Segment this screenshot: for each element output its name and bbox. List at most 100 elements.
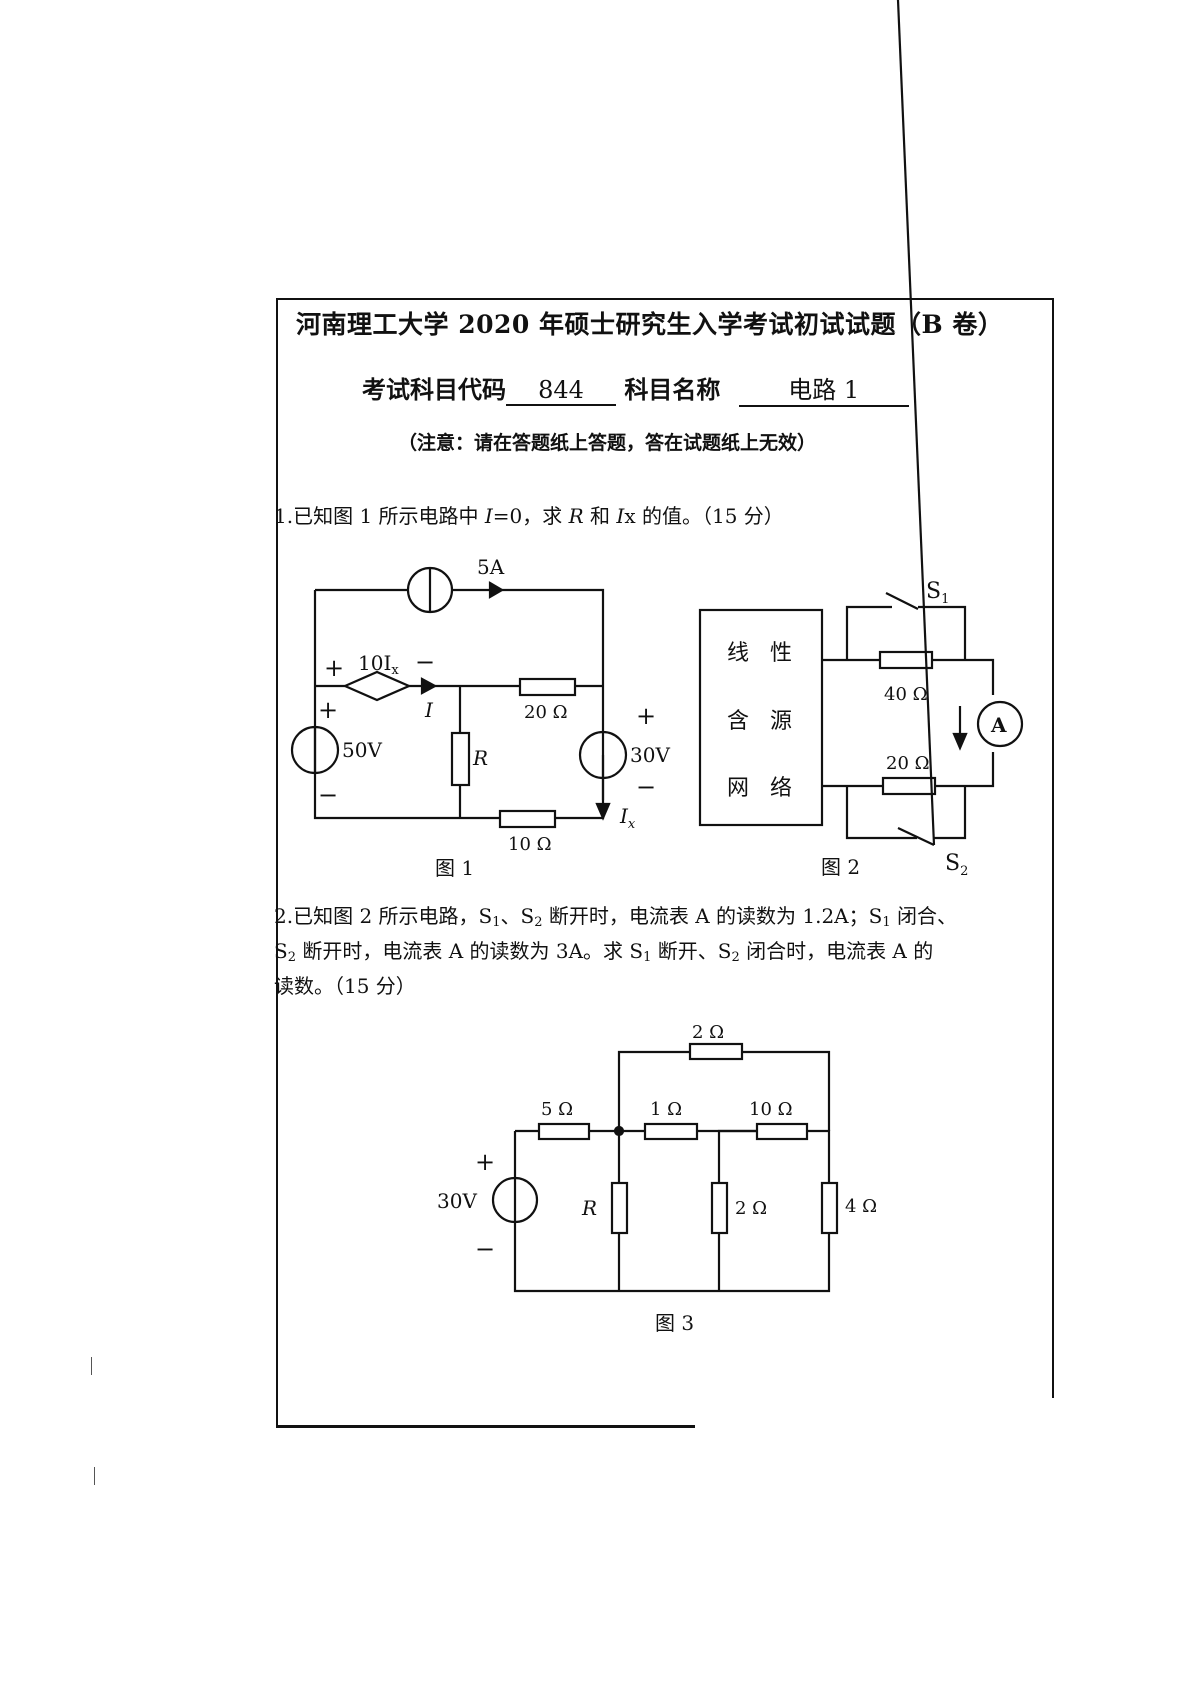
q-var: R xyxy=(568,504,584,528)
q-text: 已知图 2 所示电路，S xyxy=(293,904,493,928)
exam-border xyxy=(276,298,1055,1428)
q-sub: 2 xyxy=(534,915,543,930)
dependent-source-icon xyxy=(342,670,412,702)
label-ix: Ix xyxy=(619,804,636,832)
switch-2-icon[interactable] xyxy=(896,0,936,846)
q-text: 、S xyxy=(500,904,535,928)
label-5-ohm: 5 Ω xyxy=(541,1099,573,1120)
label-plus: + xyxy=(475,1148,495,1176)
network-label: 含 xyxy=(727,709,749,734)
switch-1-icon[interactable] xyxy=(885,592,919,610)
arrow-icon xyxy=(595,802,611,821)
switch-2-blade xyxy=(897,827,935,846)
label-r: R xyxy=(472,746,488,770)
label-30v: 30V xyxy=(437,1189,477,1213)
q-text: 已知图 1 所示电路中 xyxy=(293,504,485,528)
question-number: 1. xyxy=(274,504,294,528)
resistor-20-icon xyxy=(881,776,937,796)
arrow-icon xyxy=(420,677,438,695)
resistor-10-icon xyxy=(755,1122,809,1141)
fig2-wires xyxy=(822,658,995,788)
label-r: R xyxy=(581,1196,597,1220)
label-40-ohm: 40 Ω xyxy=(884,684,928,705)
q-text: 闭合、 xyxy=(890,904,957,928)
q-text: x 的值。（15 分） xyxy=(624,504,784,528)
label-plus: + xyxy=(636,702,656,730)
arrow-icon xyxy=(952,732,968,751)
q-sub: 1 xyxy=(643,950,652,965)
resistor-1-icon xyxy=(643,1122,699,1141)
ammeter-icon xyxy=(976,700,1024,748)
fig3-wires xyxy=(617,1050,831,1131)
figure-1: 5A + 10Ix − + − I 50V R 20 Ω + 30V − Ix … xyxy=(290,555,670,880)
label-10ix: 10Ix xyxy=(358,651,399,678)
fig3-wires xyxy=(513,1129,831,1293)
linear-active-network-box xyxy=(698,608,824,827)
label-s1: S1 xyxy=(926,579,949,607)
resistor-20-icon xyxy=(518,677,577,697)
resistor-top-2-icon xyxy=(688,1042,744,1061)
fig1-wires xyxy=(315,684,603,818)
question-2-line-3: 读数。（15 分） xyxy=(274,974,416,998)
question-1: 1.已知图 1 所示电路中 I=0，求 R 和 Ix 的值。（15 分） xyxy=(274,500,784,529)
subject-code-label: 考试科目代码 xyxy=(362,375,506,404)
label-5a: 5A xyxy=(477,555,505,579)
resistor-r-icon xyxy=(610,1181,629,1235)
resistor-10-icon xyxy=(498,809,557,829)
network-label: 源 xyxy=(770,709,792,734)
label-minus: − xyxy=(415,648,435,676)
label-minus: − xyxy=(475,1235,495,1263)
q-sub: 1 xyxy=(492,915,501,930)
fig1-caption: 图 1 xyxy=(435,856,474,880)
label-2-ohm: 2 Ω xyxy=(735,1198,767,1219)
fig2-caption: 图 2 xyxy=(821,855,860,879)
q-var: I xyxy=(616,504,625,528)
q-text: 断开、S xyxy=(651,939,732,963)
subject-name-label: 科目名称 xyxy=(624,375,721,404)
subject-name-value: 电路 1 xyxy=(738,370,909,407)
figure-3: 2 Ω 5 Ω 1 Ω 10 Ω + 30V − R 2 Ω 4 Ω 图 3 xyxy=(437,1022,877,1335)
label-10-ohm: 10 Ω xyxy=(749,1099,793,1120)
resistor-4-icon xyxy=(820,1181,839,1235)
voltage-source-30v-icon xyxy=(491,1176,539,1224)
q-text: S xyxy=(274,939,288,963)
network-label: 网 xyxy=(727,776,749,801)
question-number: 2. xyxy=(274,904,294,928)
label-4-ohm: 4 Ω xyxy=(845,1196,877,1217)
q-sub: 2 xyxy=(287,950,296,965)
network-label: 络 xyxy=(770,776,792,801)
q-sub: 1 xyxy=(882,915,891,930)
network-label: 线 xyxy=(727,641,749,666)
fig3-caption: 图 3 xyxy=(655,1311,694,1335)
label-20-ohm: 20 Ω xyxy=(524,702,568,723)
junction-dot xyxy=(613,1125,625,1137)
label-plus: + xyxy=(324,654,344,682)
resistor-5-icon xyxy=(537,1122,591,1141)
q-text: 和 xyxy=(583,504,617,528)
ammeter-label: A xyxy=(990,713,1007,737)
subject-code-value: 844 xyxy=(506,376,616,406)
exam-title: 河南理工大学 2020 年硕士研究生入学考试初试试题（B 卷） xyxy=(296,310,1004,339)
q-text: 闭合时，电流表 A 的 xyxy=(739,939,934,963)
network-label: 性 xyxy=(770,641,792,666)
label-30v: 30V xyxy=(630,743,670,767)
resistor-40-icon xyxy=(878,650,934,670)
q-text: =0，求 xyxy=(492,504,569,528)
q-text: 断开时，电流表 A 的读数为 1.2A；S xyxy=(542,904,883,928)
switch-1-wires xyxy=(845,605,967,660)
question-2-line-2: S2 断开时，电流表 A 的读数为 3A。求 S1 断开、S2 闭合时，电流表 … xyxy=(274,935,933,965)
label-i: I xyxy=(424,698,434,722)
switch-2-wires xyxy=(845,786,967,840)
label-s2: S2 xyxy=(945,851,968,879)
label-plus: + xyxy=(318,696,338,724)
label-minus: − xyxy=(318,781,338,809)
resistor-2-icon xyxy=(710,1181,729,1235)
q-sub: 2 xyxy=(731,950,740,965)
label-50v: 50V xyxy=(342,738,382,762)
q-text: 断开时，电流表 A 的读数为 3A。求 S xyxy=(295,939,644,963)
fig1-wires xyxy=(313,588,605,820)
label-top-2-ohm: 2 Ω xyxy=(692,1022,724,1043)
question-2-line-1: 2.已知图 2 所示电路，S1、S2 断开时，电流表 A 的读数为 1.2A；S… xyxy=(274,900,957,930)
